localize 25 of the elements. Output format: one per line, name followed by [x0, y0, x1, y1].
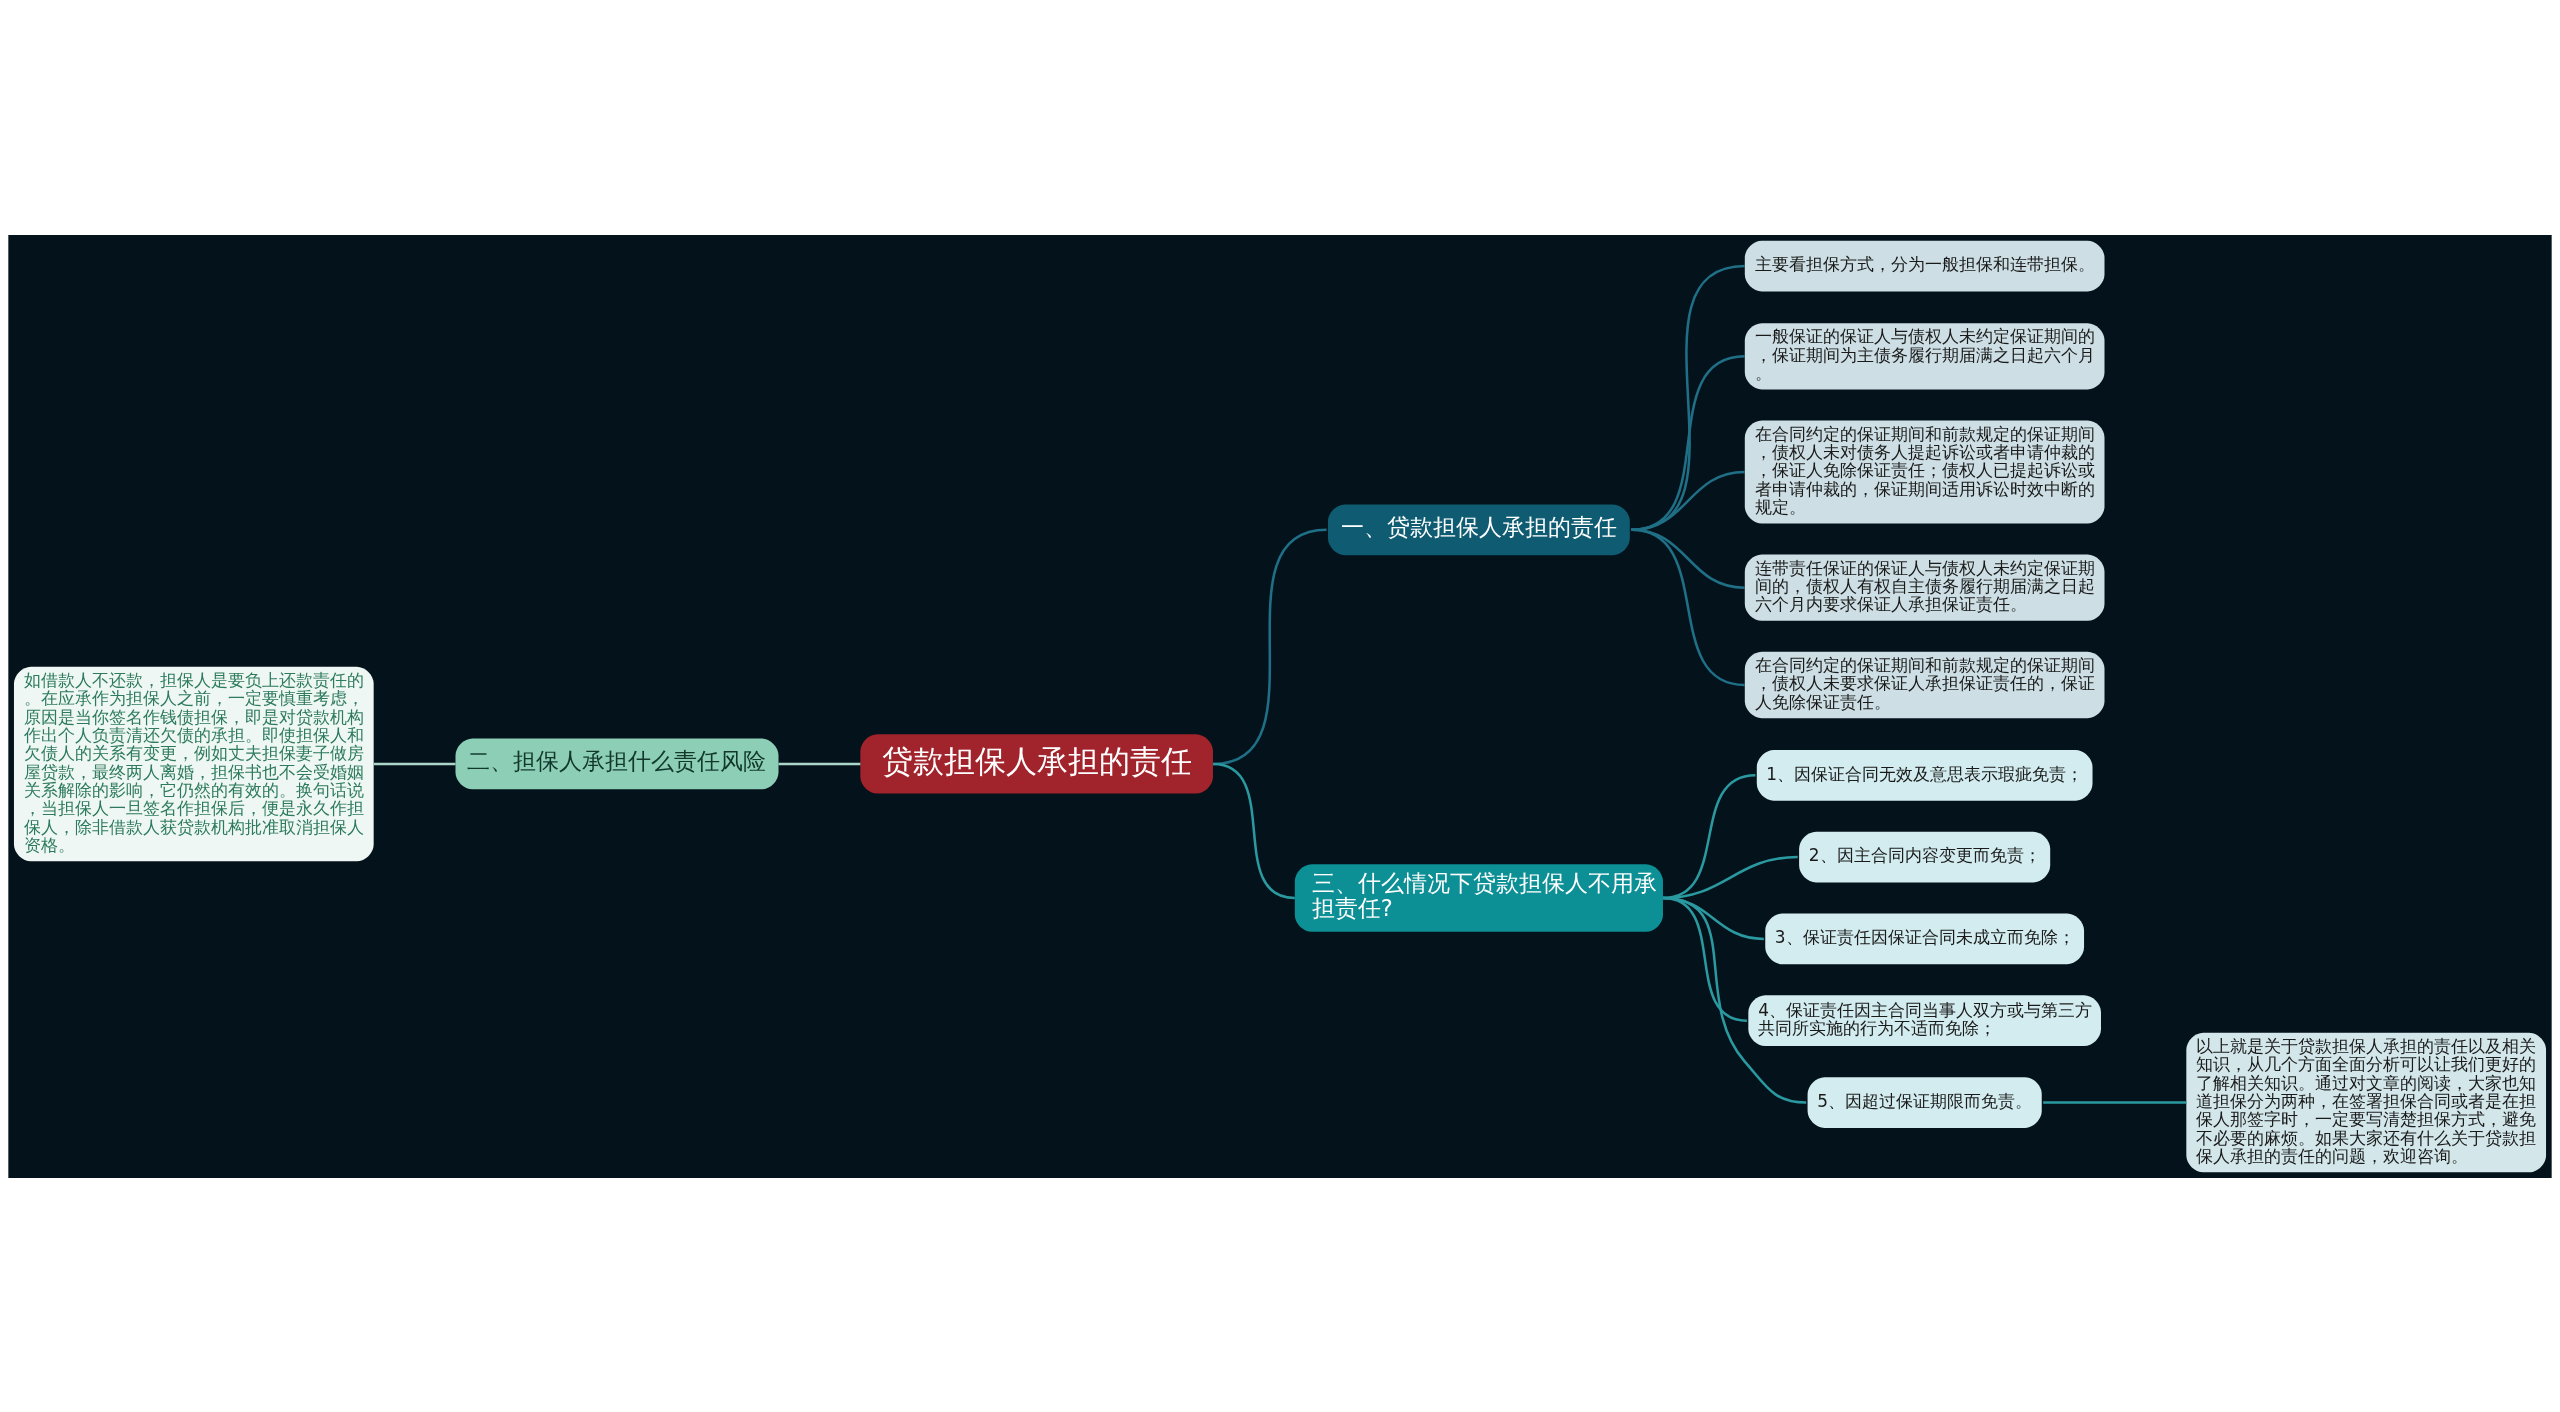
connector: [1631, 470, 1745, 531]
node-box: 在合同约定的保证期间和前款规定的保证期间，债权人未要求保证人承担保证责任的，保证人免除保证责任。: [1744, 651, 2105, 718]
connector: [1631, 354, 1745, 531]
connector: [373, 762, 456, 765]
connector: [1662, 896, 1807, 1104]
node-box: 主要看担保方式，分为一般担保和连带担保。: [1744, 240, 2105, 291]
node-box: 5、因超过保证期限而免责。: [1807, 1076, 2042, 1128]
node-box: 3、保证责任因保证合同未成立而免除；: [1765, 913, 2085, 964]
node-box: 4、保证责任因主合同当事人双方或与第三方共同所实施的行为不适而免除；: [1748, 994, 2101, 1046]
connector: [1212, 762, 1296, 899]
connector: [1631, 528, 1745, 686]
node-box: 一、贷款担保人承担的责任: [1327, 503, 1630, 555]
node-box: 贷款担保人承担的责任: [860, 733, 1213, 794]
node-box: 三、什么情况下贷款担保人不用承担责任?: [1294, 863, 1663, 932]
connector: [1631, 264, 1746, 531]
connector: [2043, 1100, 2187, 1104]
connector: [778, 762, 861, 765]
node-box: 二、担保人承担什么责任风险: [455, 738, 779, 789]
node-box: 以上就是关于贷款担保人承担的责任以及相关知识，从几个方面全面分析可以让我们更好的了解相关知识。通过对文章的阅读，大家也知道担保分为两种，在签署担保合同或者是在担保人那签字时，一定要写清楚担保方式，避免不必要的麻烦。如果大家还有什么关于贷款担保人承担的责任的问题，欢迎咨询。: [2186, 1032, 2547, 1172]
node-box: 一般保证的保证人与债权人未约定保证期间的，保证期间为主债务履行期届满之日起六个月。: [1744, 322, 2105, 389]
node-box: 如借款人不还款，担保人是要负上还款责任的。在应承作为担保人之前，一定要慎重考虑，原因是当你签名作钱债担保，即是对贷款机构作出个人负责清还欠债的承担。即使担保人和欠债人的关系有变更，例如丈夫担保妻子做房屋贷款，最终两人离婚，担保书也不会受婚姻关系解除的影响，它仍然的有效的。换句话说，当担保人一旦签名作担保后，便是永久作担保人，除非借款人获贷款机构批准取消担保人资格。: [13, 666, 374, 861]
node-box: 连带责任保证的保证人与债权人未约定保证期间的，债权人有权自主债务履行期届满之日起六个月内要求保证人承担保证责任。: [1744, 554, 2105, 621]
node-box: 2、因主合同内容变更而免责；: [1799, 831, 2051, 882]
node-box: 1、因保证合同无效及意思表示瑕疵免责；: [1756, 749, 2093, 801]
node-box: 在合同约定的保证期间和前款规定的保证期间，债权人未对债务人提起诉讼或者申请仲裁的，保证人免除保证责任；债权人已提起诉讼或者申请仲裁的，保证期间适用诉讼时效中断的规定。: [1744, 420, 2105, 523]
